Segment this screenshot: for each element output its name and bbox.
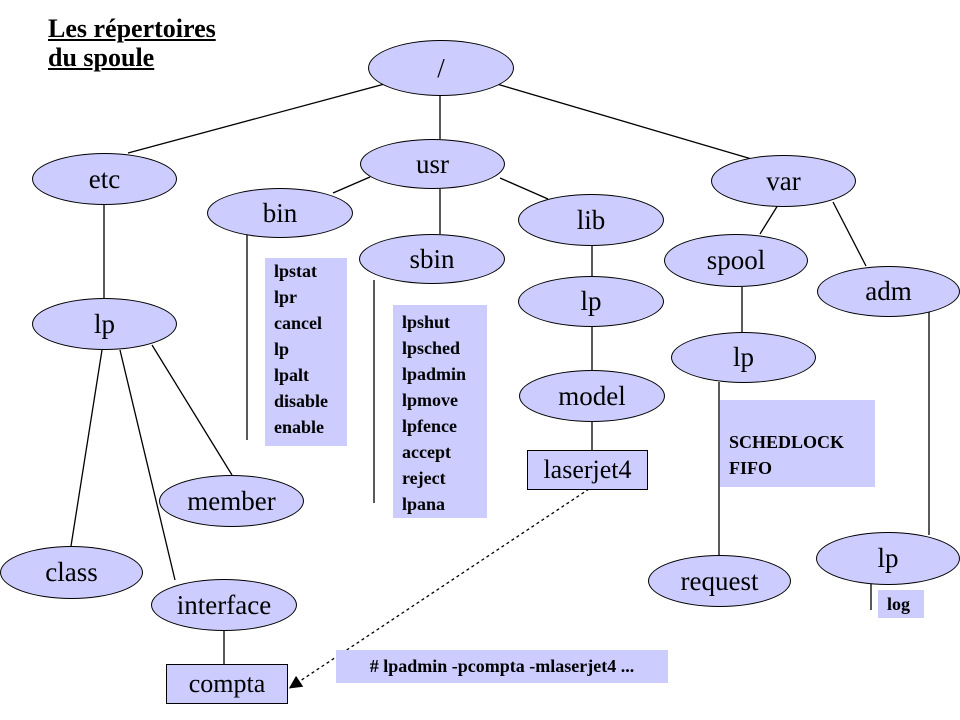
file-entry: enable	[274, 417, 325, 437]
edge-etclp-class	[70, 349, 103, 547]
file-entry: reject	[402, 468, 446, 488]
diagram-title: Les répertoires du spoule	[48, 14, 216, 72]
node-root: /	[368, 40, 514, 96]
node-var: var	[711, 155, 856, 207]
file-entry: lpr	[274, 287, 298, 307]
file-entry: SCHEDLOCK	[729, 432, 845, 452]
node-etc: etc	[32, 153, 177, 205]
node-member: member	[159, 475, 304, 527]
edge-var-adm	[832, 201, 867, 267]
node-adm: adm	[817, 266, 960, 317]
file-entry: lpana	[402, 494, 446, 514]
edge-root-etc	[127, 81, 393, 154]
edge-etclp-interface	[119, 349, 176, 581]
file-entry: cancel	[274, 313, 322, 333]
file-entry: lpadmin	[402, 364, 467, 384]
node-compta: compta	[166, 664, 288, 704]
edge-root-var	[489, 81, 756, 161]
node-spool: spool	[664, 234, 808, 287]
file-entry: lpsched	[402, 338, 461, 358]
edge-etclp-member	[151, 344, 233, 476]
bin-file-list: lpstat lpr cancel lp lpalt disable enable	[265, 258, 347, 446]
title-line-1: Les répertoires	[48, 14, 216, 43]
file-entry: lpfence	[402, 416, 457, 436]
node-lib: lib	[518, 194, 664, 246]
sbin-file-list: lpshut lpsched lpadmin lpmove lpfence accept r…	[393, 305, 487, 518]
node-model: model	[519, 370, 665, 422]
file-entry: lpstat	[274, 261, 318, 281]
edge-var-spool	[759, 204, 779, 235]
edge-usr-bin	[332, 176, 371, 194]
node-usr: usr	[360, 139, 505, 189]
node-lib-lp: lp	[518, 276, 664, 327]
node-bin: bin	[207, 188, 353, 238]
title-line-2: du spoule	[48, 43, 155, 72]
edge-usr-lib	[499, 177, 549, 200]
node-interface: interface	[151, 579, 297, 631]
file-entry: disable	[274, 391, 329, 411]
file-entry: FIFO	[729, 458, 772, 478]
spool-lp-file-list: SCHEDLOCK FIFO	[720, 400, 875, 487]
node-spool-lp: lp	[671, 332, 816, 383]
node-adm-lp: lp	[816, 532, 960, 585]
adm-lp-file-list: log	[878, 590, 924, 618]
file-entry: lp	[274, 339, 290, 359]
lpadmin-command: # lpadmin -pcompta -mlaserjet4 ...	[336, 650, 668, 683]
file-entry: lpshut	[402, 312, 451, 332]
node-sbin: sbin	[359, 234, 505, 284]
node-laserjet4: laserjet4	[527, 450, 648, 490]
file-entry: lpmove	[402, 390, 458, 410]
node-class: class	[0, 546, 143, 599]
file-entry: accept	[402, 442, 451, 462]
node-request: request	[648, 555, 791, 607]
node-etc-lp: lp	[32, 298, 177, 350]
file-entry: log	[887, 594, 911, 614]
file-entry: lpalt	[274, 365, 310, 385]
